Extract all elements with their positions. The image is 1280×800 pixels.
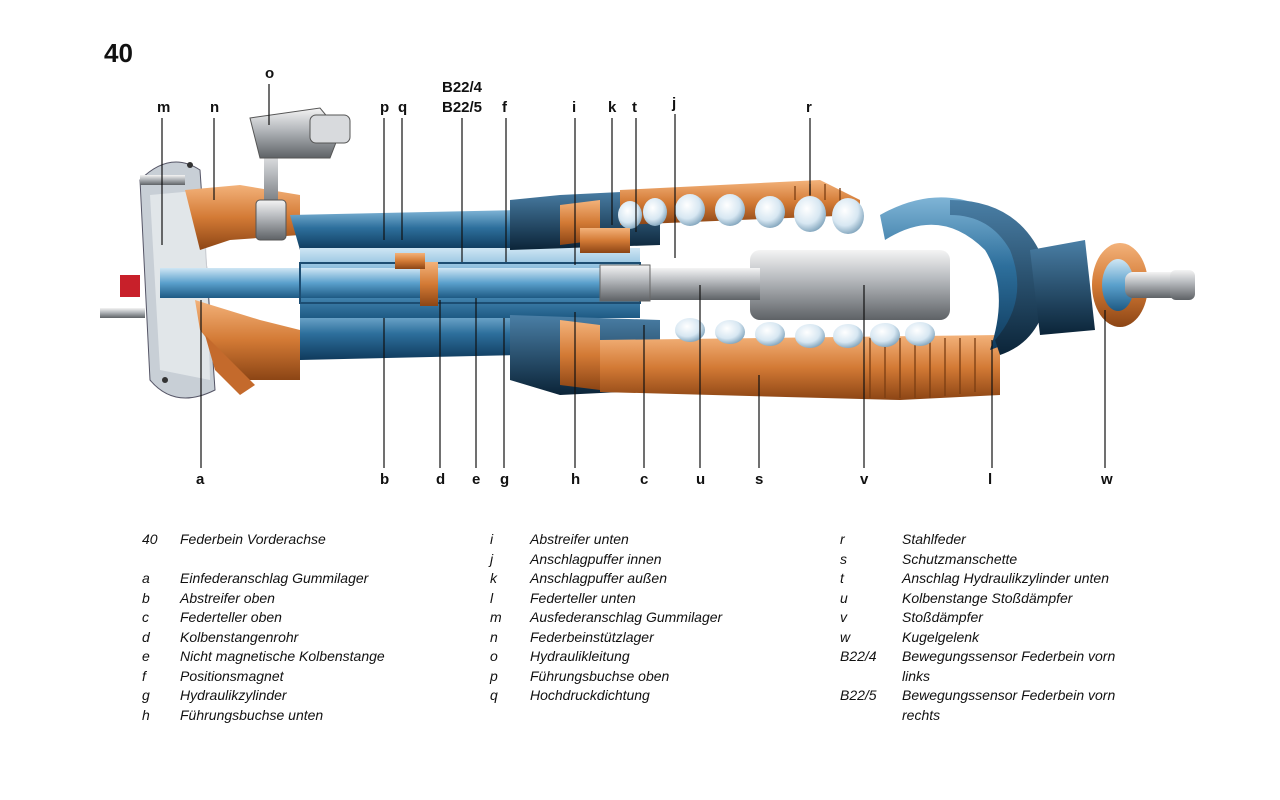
callout-d: d: [436, 471, 445, 488]
piston-rod-assembly: [160, 228, 651, 306]
callout-f: f: [502, 99, 508, 116]
callout-q: q: [398, 99, 407, 116]
callout-a: a: [196, 471, 205, 488]
ball-joint: [1030, 240, 1195, 335]
callout-i: i: [572, 99, 576, 116]
callout-l: l: [988, 471, 992, 488]
callout-c: c: [640, 471, 648, 488]
callout-g: g: [500, 471, 509, 488]
callout-o: o: [265, 65, 274, 82]
steel-spring-coils: [618, 194, 935, 348]
callout-m: m: [157, 99, 170, 116]
figure-number: 40: [104, 38, 133, 68]
top-leader-lines: [161, 84, 811, 265]
callout-u: u: [696, 471, 705, 488]
callout-j: j: [671, 95, 676, 112]
lower-spring-seat: [880, 197, 1050, 355]
callout-t: t: [632, 99, 637, 116]
bottom-callouts: a b d e g h c u s v l w: [196, 471, 1113, 488]
callout-e: e: [472, 471, 480, 488]
top-callouts: m n o p q f i k t j r: [157, 65, 812, 116]
callout-b: b: [380, 471, 389, 488]
callout-b22-5: B22/5: [442, 99, 482, 116]
callout-b22-4: B22/4: [442, 79, 483, 96]
callout-w: w: [1100, 471, 1113, 488]
hydraulic-line-fitting: [249, 107, 351, 241]
callout-v: v: [860, 471, 869, 488]
callout-h: h: [571, 471, 580, 488]
callout-p: p: [380, 99, 389, 116]
strut-cutaway-diagram: B22/4 B22/5 m n o p q f i k t j r a b d …: [100, 65, 1195, 488]
callout-k: k: [608, 99, 617, 116]
bottom-leader-lines: [200, 285, 1106, 468]
shock-absorber-body: [650, 250, 950, 320]
callout-r: r: [806, 99, 812, 116]
callout-n: n: [210, 99, 219, 116]
callout-s: s: [755, 471, 763, 488]
